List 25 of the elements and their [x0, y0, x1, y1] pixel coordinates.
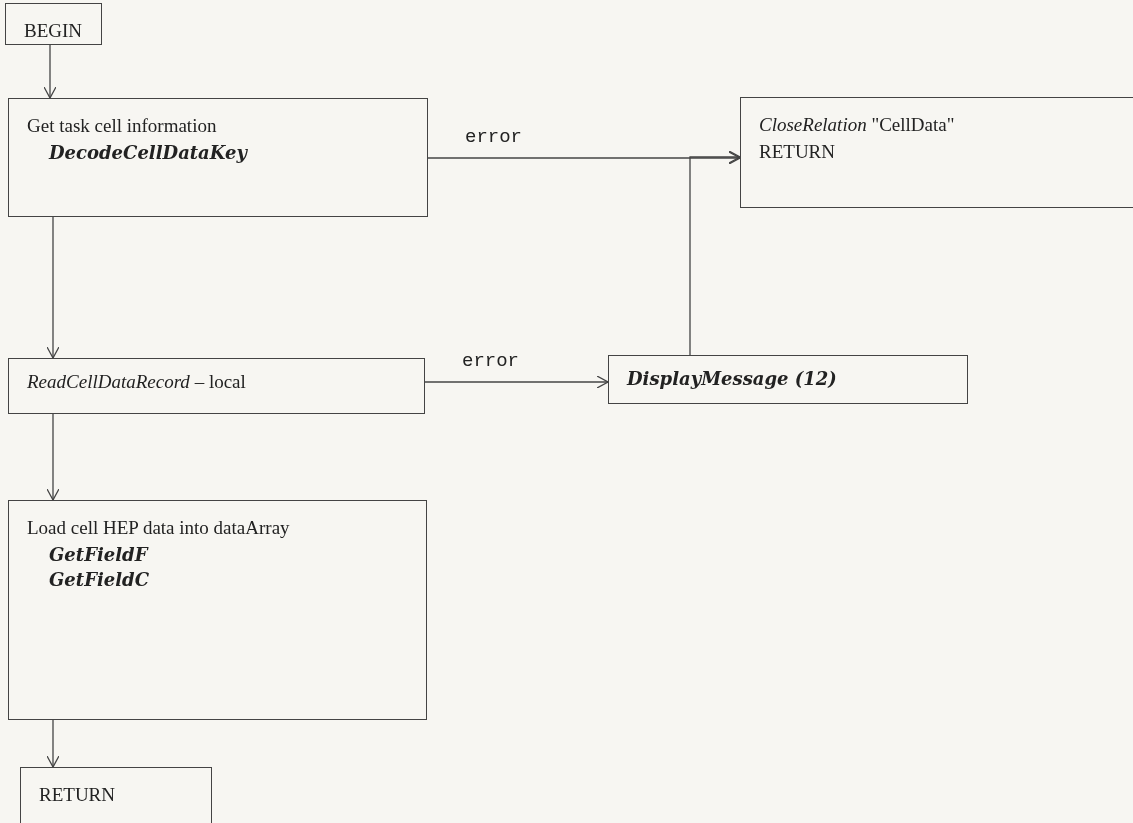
- process-box: [20, 767, 212, 823]
- process-box: [8, 500, 427, 720]
- function-name: DisplayMessage (12): [627, 367, 838, 391]
- arrow: [46, 719, 60, 768]
- step-text: Get task cell information: [27, 114, 218, 138]
- step-text: RETURN: [39, 783, 116, 807]
- arrow: [43, 44, 57, 99]
- step-text: RETURN: [759, 139, 836, 164]
- function-name: GetFieldF: [48, 542, 150, 567]
- process-box: [8, 98, 428, 217]
- step-text: ReadCellDataRecord – local: [27, 370, 247, 394]
- arrow: [424, 375, 609, 389]
- step-text: Load cell HEP data into dataArray: [27, 516, 291, 540]
- function-name: DecodeCellDataKey: [47, 140, 249, 165]
- function-name: GetFieldC: [48, 567, 150, 592]
- process-box: [8, 358, 425, 414]
- process-box: [608, 355, 968, 404]
- step-text: CloseRelation "CellData": [759, 113, 956, 137]
- arrow: [46, 413, 60, 501]
- step-text: BEGIN: [24, 19, 83, 43]
- process-box: [740, 97, 1133, 208]
- arrow: [689, 150, 741, 356]
- arrow: [46, 216, 60, 359]
- process-box: [5, 3, 102, 45]
- arrow: [427, 151, 741, 165]
